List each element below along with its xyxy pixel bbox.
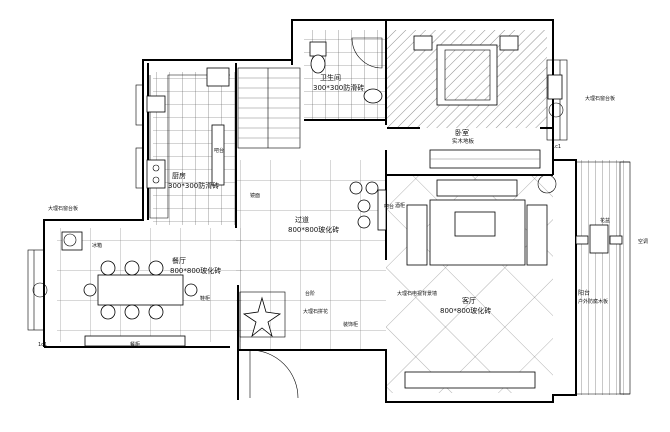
fridge-icon	[61, 231, 83, 251]
bedroom-bay-window	[546, 59, 568, 141]
bar-stools	[349, 181, 387, 231]
plant-label: 花盆	[600, 217, 610, 224]
plants	[32, 102, 564, 298]
kitchen-bar-counter	[211, 124, 225, 186]
kitchen-window	[135, 84, 144, 126]
bar-counter	[377, 189, 387, 231]
fridge-label: 冰箱	[92, 242, 102, 249]
bedroom-floor-spec: 实木地板	[452, 137, 475, 145]
bedroom-name: 卧室	[455, 128, 469, 137]
corridor-spec: 800*800玻化砖	[288, 225, 339, 234]
bath-fixtures	[309, 37, 383, 104]
dining-table	[97, 274, 184, 306]
entry-door	[249, 349, 299, 399]
shower-icon	[351, 37, 383, 69]
balcony-spec: 户外防腐木板	[578, 298, 608, 305]
living-spec: 800*800玻化砖	[440, 306, 491, 315]
kitchen-name: 厨房	[172, 171, 186, 180]
dining-sill-label: 大理石窗台板	[48, 205, 78, 212]
ac-label: 空调	[638, 238, 648, 245]
balcony-deck	[576, 160, 626, 395]
corner-label: 装饰柜	[343, 321, 358, 328]
mirror-label: 镜面	[250, 192, 260, 199]
door-mark-2: 1c1	[38, 342, 47, 348]
kitchen-counters	[146, 67, 230, 219]
corridor-name: 过道	[295, 215, 309, 224]
dining-spec: 800*800玻化砖	[170, 266, 221, 275]
dining-bay-window	[27, 249, 45, 331]
balcony-railing	[576, 161, 631, 395]
bed	[413, 35, 563, 106]
kitchen-sink-2	[146, 95, 166, 113]
kitchen-sink	[206, 67, 230, 87]
kitchen-counter-label: 吧台	[214, 147, 224, 154]
bath-spec: 300*300防滑砖	[313, 83, 364, 92]
porch-label: 大理石拼花	[303, 308, 328, 315]
sideboard-label: 餐柜	[130, 341, 140, 348]
kitchen-spec: 300*300防滑砖	[168, 181, 219, 190]
bath-name: 卫生间	[320, 73, 341, 82]
tv-wall-label: 大理石电视背景墙	[397, 290, 437, 297]
balcony-seating	[575, 224, 623, 254]
sofa-set	[404, 179, 548, 389]
staircase	[237, 67, 301, 149]
steps-label: 台阶	[305, 290, 315, 297]
coffee-table	[454, 211, 496, 237]
kitchen-window-2	[135, 147, 144, 189]
outer-walls	[43, 19, 577, 403]
sideboard	[84, 335, 186, 347]
dining-set	[83, 260, 198, 320]
washbasin-icon	[363, 88, 383, 104]
cooktop	[146, 159, 166, 189]
shoe-cabinet-label: 鞋柜	[200, 295, 210, 302]
wine-cabinet-label: 酒柜	[395, 202, 405, 209]
door-mark-1: 1c1	[552, 144, 561, 150]
bar-label: 吧台	[384, 203, 394, 210]
dining-name: 餐厅	[172, 256, 186, 265]
tv-cabinet	[404, 371, 536, 389]
balcony-name: 阳台	[578, 289, 590, 297]
porch-medallion	[239, 291, 286, 350]
toilet-icon	[310, 54, 326, 74]
living-name: 客厅	[462, 296, 476, 305]
bedroom-sill-label: 大理石窗台板	[585, 95, 615, 102]
